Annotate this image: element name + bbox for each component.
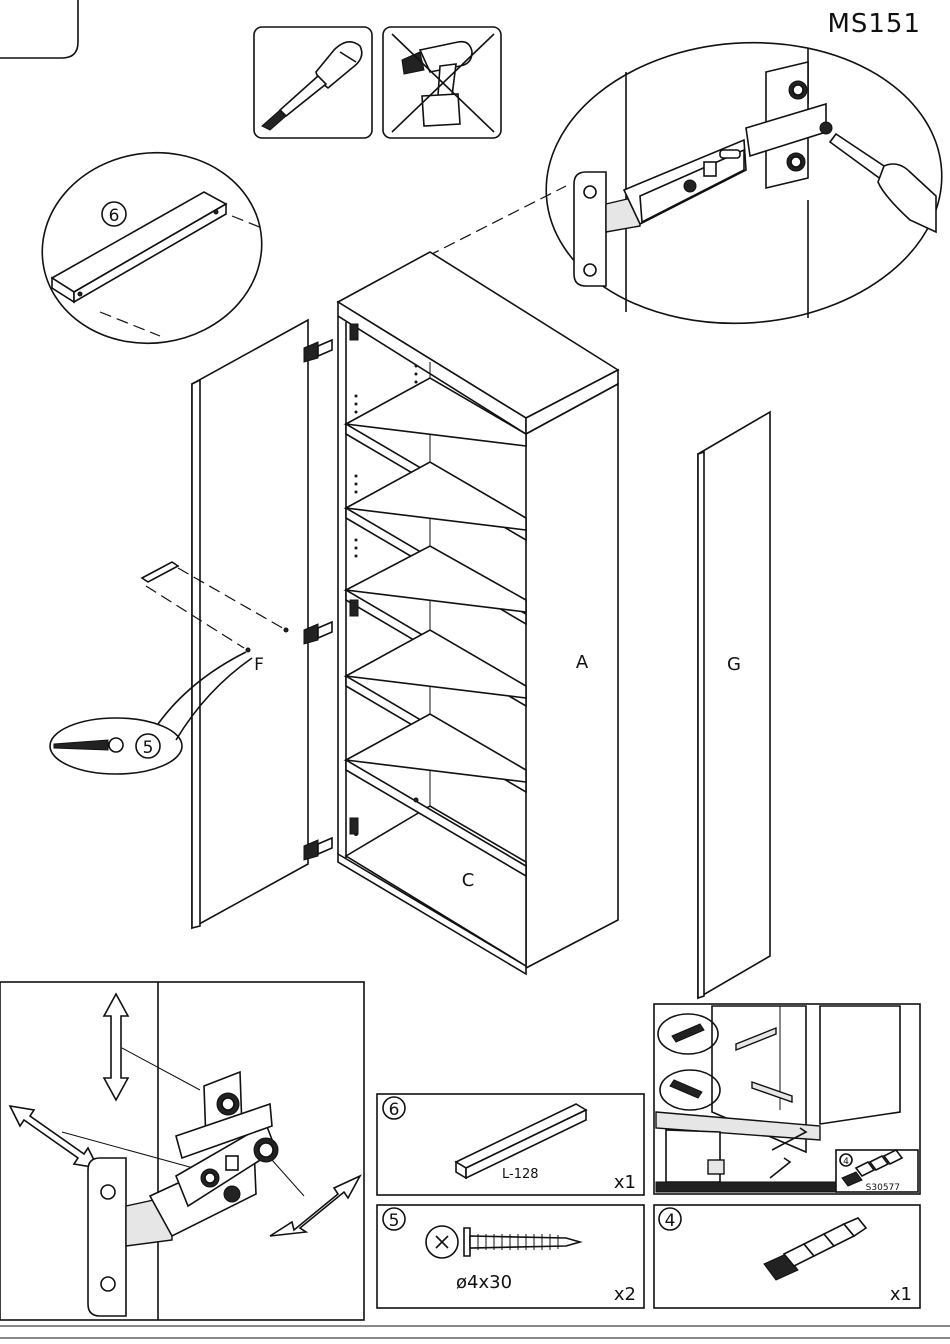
inset-code: S30577	[866, 1183, 900, 1193]
part-6-qty: x1	[614, 1172, 636, 1193]
leveling-inset: 4 S30577	[654, 1004, 920, 1194]
inset-callout-number: 4	[843, 1157, 849, 1167]
part-label-c: C	[462, 870, 475, 891]
part-5-label: ø4x30	[456, 1272, 512, 1293]
page-frame	[0, 1326, 950, 1338]
model-code: MS151	[827, 9, 921, 39]
part-label-g: G	[727, 654, 741, 675]
leveling-shim-icon	[764, 1218, 866, 1280]
part-box-5: 5 ø4x30 x2	[377, 1205, 644, 1308]
step-number-box	[0, 0, 78, 58]
screw-part-icon	[426, 1226, 580, 1258]
hinge-adjustment-detail	[0, 982, 364, 1320]
cabinet-body	[338, 252, 618, 974]
panel-g: G	[698, 412, 770, 998]
part-5-number: 5	[389, 1211, 400, 1231]
screwdriver-icon	[262, 42, 362, 130]
part-6-number: 6	[389, 1100, 400, 1120]
side-adjust-arrow-icon	[270, 1176, 360, 1236]
tool-icon-screwdriver-box	[254, 27, 372, 138]
part-4-qty: x1	[890, 1284, 912, 1305]
door-panel: F	[142, 320, 332, 928]
part-5-qty: x2	[614, 1284, 636, 1305]
tool-icon-drill-box	[383, 27, 501, 138]
part-box-6: 6 L-128 x1	[377, 1094, 644, 1195]
depth-adjust-arrow-icon	[10, 1106, 98, 1168]
part-label-a: A	[576, 652, 589, 673]
part-label-f: F	[254, 655, 264, 675]
part-box-4: 4 x1	[654, 1205, 920, 1308]
no-power-drill-icon	[392, 34, 494, 132]
hinge-detail-callout	[428, 30, 950, 337]
screw-callout-number: 5	[143, 738, 154, 758]
handle-detail-callout: 6	[30, 139, 274, 358]
part-6-label: L-128	[502, 1167, 539, 1182]
part-4-number: 4	[665, 1211, 676, 1231]
vertical-adjust-arrow-icon	[104, 994, 128, 1100]
handle-callout-number: 6	[109, 206, 120, 226]
